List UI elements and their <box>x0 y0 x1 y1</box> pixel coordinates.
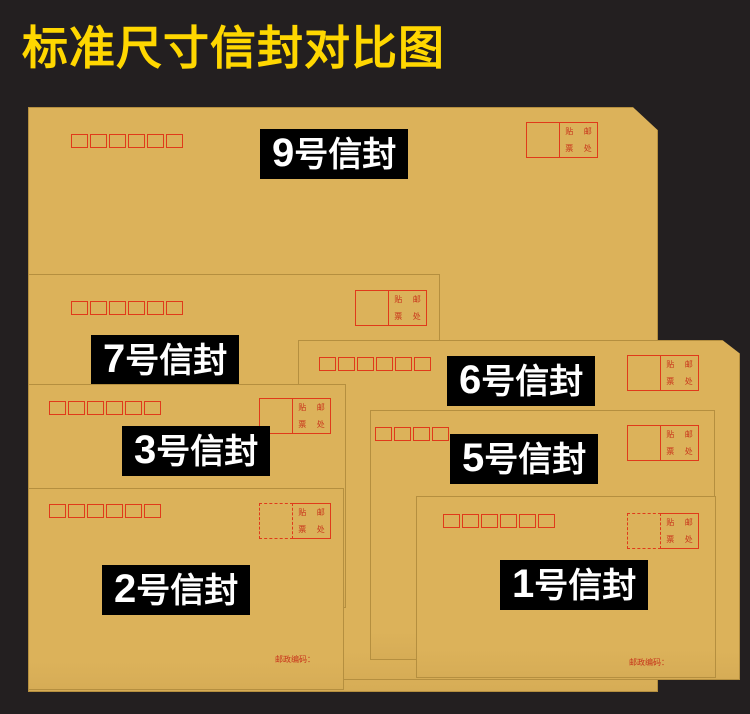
postal-code-label: 邮政编码： <box>275 655 315 664</box>
stamp-area <box>259 503 293 539</box>
postal-code-boxes <box>49 504 161 518</box>
postal-code-boxes <box>443 514 555 528</box>
stamp-label: 贴邮票处 <box>661 425 699 461</box>
postal-code-boxes <box>375 427 449 441</box>
label-2-envelope: 2号信封 <box>102 565 251 615</box>
stamp-area <box>627 425 661 461</box>
stamp-area <box>355 290 389 326</box>
stamp-label: 贴邮票处 <box>389 290 427 326</box>
postal-code-boxes <box>71 301 183 315</box>
label-1-envelope: 1号信封 <box>500 560 649 610</box>
stamp-box: 贴邮票处 <box>259 398 331 434</box>
stamp-box: 贴邮票处 <box>627 425 699 461</box>
stamp-box: 贴邮票处 <box>526 122 598 158</box>
label-6-envelope: 6号信封 <box>447 356 596 406</box>
label-7-envelope: 7号信封 <box>91 335 240 385</box>
stamp-box: 贴邮票处 <box>259 503 331 539</box>
stamp-label: 贴邮票处 <box>560 122 598 158</box>
label-5-envelope: 5号信封 <box>450 434 599 484</box>
stamp-label: 贴邮票处 <box>293 503 331 539</box>
envelope-2: 贴邮票处 邮政编码： <box>28 488 344 690</box>
stamp-area <box>627 513 661 549</box>
stamp-label: 贴邮票处 <box>293 398 331 434</box>
stamp-label: 贴邮票处 <box>661 355 699 391</box>
stamp-box: 贴邮票处 <box>355 290 427 326</box>
stamp-area <box>259 398 293 434</box>
postal-code-boxes <box>71 134 183 148</box>
stamp-box: 贴邮票处 <box>627 355 699 391</box>
label-9-envelope: 9号信封 <box>260 129 409 179</box>
label-3-envelope: 3号信封 <box>122 426 271 476</box>
stamp-area <box>627 355 661 391</box>
postal-code-label: 邮政编码： <box>629 658 669 667</box>
postal-code-boxes <box>319 357 431 371</box>
postal-code-boxes <box>49 401 161 415</box>
stamp-label: 贴邮票处 <box>661 513 699 549</box>
stamp-area <box>526 122 560 158</box>
stamp-box: 贴邮票处 <box>627 513 699 549</box>
page-title: 标准尺寸信封对比图 <box>22 21 445 75</box>
